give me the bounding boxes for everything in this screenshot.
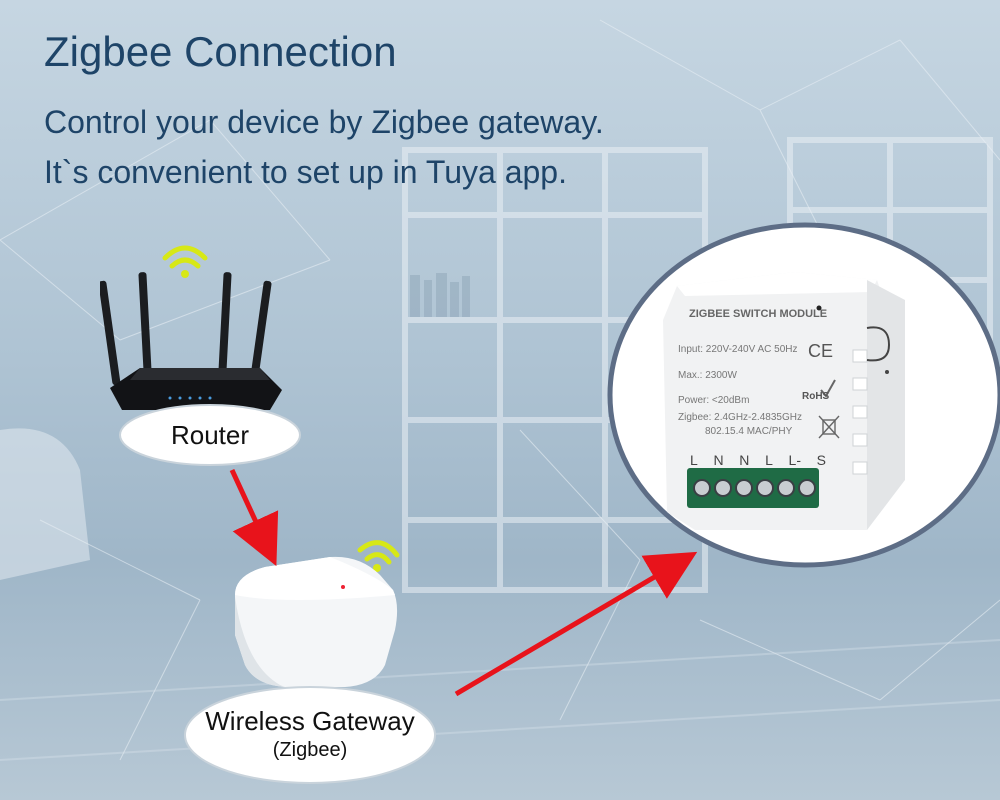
- module-power: Power: <20dBm: [678, 395, 750, 406]
- router-icon: [100, 245, 282, 410]
- terminal-label: L: [690, 452, 698, 468]
- switch-module-icon: [607, 222, 1000, 568]
- subtitle-line-2: It`s convenient to set up in Tuya app.: [44, 154, 567, 190]
- gateway-label-bubble: [184, 686, 436, 784]
- wifi-icon: [162, 245, 208, 269]
- router-label-bubble: [119, 404, 301, 466]
- ce-mark: CE: [808, 341, 834, 361]
- terminal-label: N: [713, 452, 724, 468]
- weee-icon: [818, 415, 840, 439]
- gateway-icon: [235, 540, 400, 687]
- page-title: Zigbee Connection: [44, 28, 397, 75]
- module-zigbee-2: 802.15.4 MAC/PHY: [705, 426, 793, 437]
- check-icon: [820, 379, 836, 398]
- gateway-label: Wireless Gateway: [205, 706, 415, 736]
- arrow-gateway-to-module: [454, 551, 698, 697]
- router-label: Router: [170, 420, 250, 450]
- terminal-label: L: [765, 452, 773, 468]
- gateway-sublabel: (Zigbee): [272, 739, 348, 761]
- rohs-mark: RoHS: [802, 391, 830, 402]
- terminal-label: S: [816, 452, 826, 468]
- terminal-label: L-: [788, 452, 801, 468]
- wifi-icon: [357, 540, 400, 565]
- subtitle-line-1: Control your device by Zigbee gateway.: [44, 104, 604, 140]
- module-name: ZIGBEE SWITCH MODULE: [689, 308, 828, 320]
- module-zigbee-1: Zigbee: 2.4GHz-2.4835GHz: [678, 412, 802, 423]
- module-input: Input: 220V-240V AC 50Hz: [678, 344, 798, 355]
- terminal-label: N: [739, 452, 750, 468]
- arrow-router-to-gateway: [229, 468, 279, 567]
- terminal-labels: L N N L L- S: [690, 452, 826, 468]
- module-max: Max.: 2300W: [678, 370, 737, 381]
